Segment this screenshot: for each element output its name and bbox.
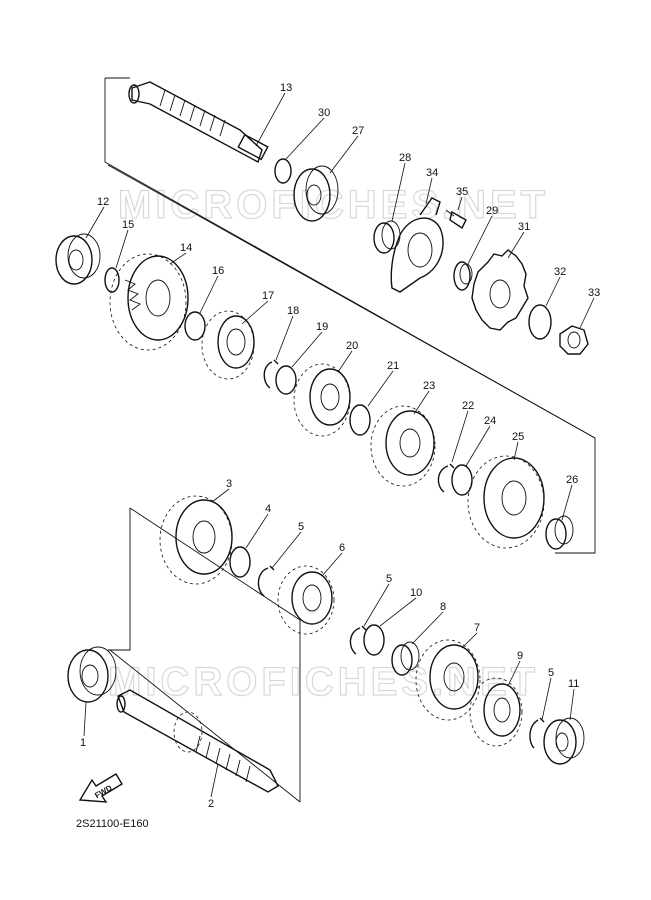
lock-washer-29 [453,261,473,291]
washer-16 [184,311,206,341]
retainer-plate [390,197,444,293]
upper-frame [104,78,596,554]
diagram-code: 2S21100-E160 [76,818,149,830]
washer-32 [528,304,552,340]
bearing-11 [543,717,585,765]
gear-14 [109,253,189,351]
main-axle-shaft [128,81,269,164]
fwd-arrow-icon: FWD [78,773,123,803]
gear-17 [201,310,255,380]
callout-29: 29 [486,205,498,217]
callout-25: 25 [512,431,524,443]
callout-5-lower: 5 [548,667,554,679]
gear-7 [415,639,481,721]
callout-15: 15 [122,219,134,231]
callout-11: 11 [568,678,579,690]
callout-5-middle: 5 [386,573,392,585]
callout-1: 1 [80,737,86,749]
callout-31: 31 [518,221,530,233]
circlip-18 [263,359,279,389]
callout-32: 32 [554,266,566,278]
drive-axle-shaft [116,689,279,793]
callout-23: 23 [423,380,435,392]
bearing-12 [55,233,101,285]
circlip-5-lower [529,717,545,749]
bearing-27 [293,165,339,222]
gear-20 [293,363,351,437]
callout-7: 7 [474,622,480,634]
callout-16: 16 [212,265,224,277]
callout-27: 27 [352,125,364,137]
callout-4: 4 [265,503,271,515]
callout-33: 33 [588,287,600,299]
gear-23 [370,405,436,487]
callout-21: 21 [387,360,399,372]
watermark-top: MICROFICHES.NET [118,183,549,227]
callout-6: 6 [339,542,345,554]
callout-24: 24 [484,415,496,427]
upper-axis-line [107,164,596,439]
callout-34: 34 [426,167,438,179]
callout-18: 18 [287,305,299,317]
nut-33 [559,325,589,355]
gear-9 [469,677,523,747]
callout-12: 12 [97,196,109,208]
callout-14: 14 [180,242,192,254]
callout-10: 10 [410,587,422,599]
washer-19 [275,365,297,395]
callout-2: 2 [208,798,214,810]
collar-26 [545,515,574,550]
callout-22: 22 [462,400,474,412]
callout-5-upper: 5 [298,521,304,533]
circlip-22 [437,463,455,493]
o-ring [274,158,292,184]
callout-9: 9 [517,650,523,662]
callout-labels: 13 30 27 28 34 35 29 31 32 33 12 15 14 1… [80,82,600,810]
gear-25 [467,455,545,549]
callout-13: 13 [280,82,292,94]
lower-frame [108,508,131,651]
callout-28: 28 [399,152,411,164]
bearing-1 [67,646,117,703]
gear-6 [277,565,335,635]
circlip-5-upper [257,565,275,597]
circlip-5-middle [349,625,367,655]
washer-10 [363,624,385,656]
leader-lines [83,92,595,798]
washer-24 [451,464,473,496]
drive-sprocket [471,249,529,331]
washer-4 [229,546,251,578]
bolt-35 [445,209,467,230]
collar-8 [391,641,420,676]
callout-17: 17 [262,290,274,302]
washer-21 [349,404,371,436]
callout-19: 19 [316,321,328,333]
needle-bearing-15 [104,267,120,293]
callout-30: 30 [318,107,330,119]
watermark-bottom: MICROFICHES.NET [108,660,539,704]
gear-3 [159,495,233,585]
callout-35: 35 [456,186,468,198]
callout-3: 3 [226,478,232,490]
callout-26: 26 [566,474,578,486]
callout-20: 20 [346,340,358,352]
callout-8: 8 [440,601,446,613]
